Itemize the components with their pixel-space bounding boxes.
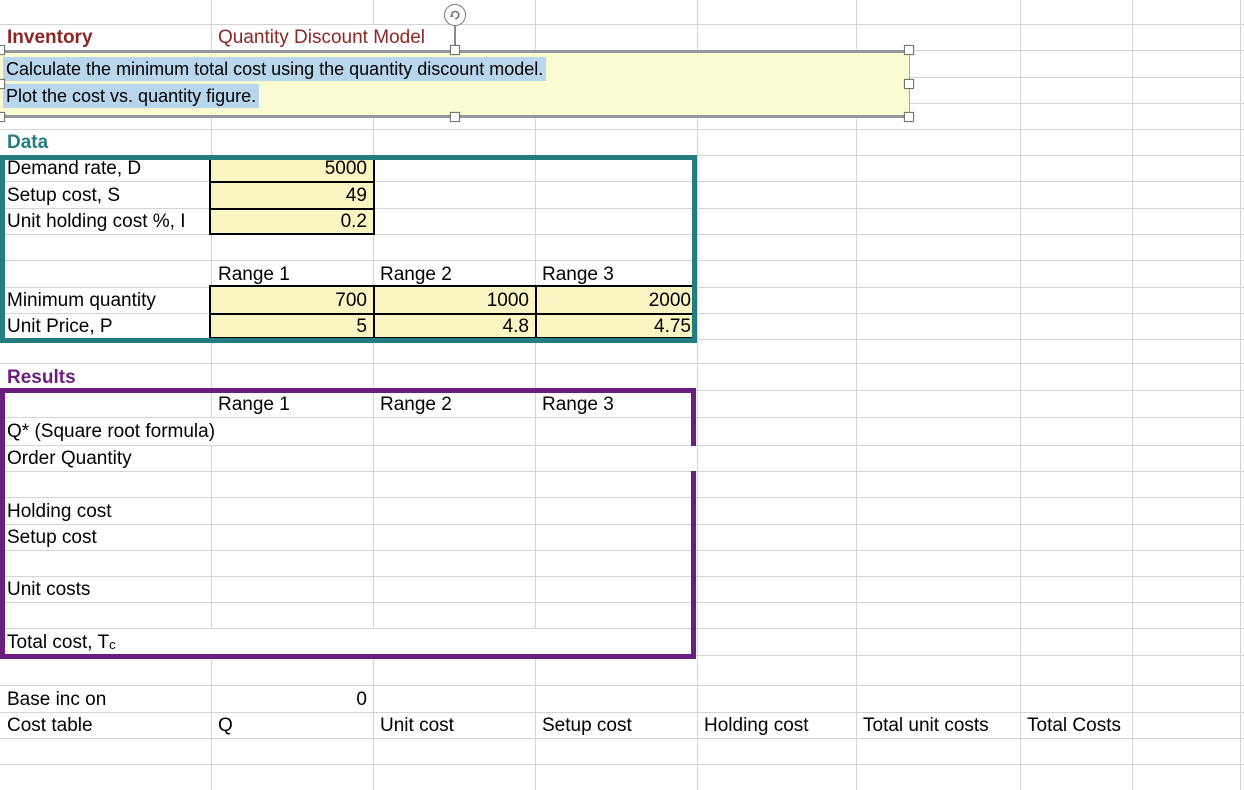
gridline-horizontal [0,234,1244,235]
selection-handle[interactable] [904,45,914,55]
instructions-textbox[interactable]: Calculate the minimum total cost using t… [0,50,910,118]
gridline-horizontal [0,550,1244,551]
selection-handle[interactable] [904,112,914,122]
cell-cost-table-label[interactable]: Cost table [7,715,93,736]
cell-border [535,287,537,337]
gridline-vertical [856,0,857,790]
selection-handle[interactable] [450,45,460,55]
selection-handle[interactable] [904,79,914,89]
cell-data-range2-header[interactable]: Range 2 [380,263,452,285]
gridline-horizontal [0,628,1244,629]
cell-holding-cost-label[interactable]: Holding cost [7,500,112,522]
cell-unit-price-range1[interactable]: 5 [356,316,367,337]
cell-base-inc-label[interactable]: Base inc on [7,688,107,710]
cell-holding-pct-label[interactable]: Unit holding cost %, I [7,211,186,232]
gridline-vertical [535,0,536,790]
gridline-vertical [697,0,698,790]
cell-border [211,181,373,183]
cell-setup-cost-label[interactable]: Setup cost, S [7,184,121,206]
textbox-line-1: Calculate the minimum total cost using t… [3,56,909,83]
cell-sheet-subtitle[interactable]: Quantity Discount Model [212,25,535,50]
cell-data-heading[interactable]: Data [7,132,49,153]
gridline-horizontal [0,738,1244,739]
cell-border [373,287,375,337]
gridline-vertical [1020,0,1021,790]
cell-inventory-title[interactable]: Inventory [7,27,93,48]
cell-results-heading[interactable]: Results [7,366,76,388]
selection-handle[interactable] [0,112,5,122]
selected-text: Plot the cost vs. quantity figure. [3,84,260,108]
cell-setup-cost-value[interactable]: 49 [345,184,367,206]
cell-data-range1-header[interactable]: Range 1 [218,263,290,285]
cell-unit-price-range3[interactable]: 4.75 [654,316,691,337]
cell-data-range3-header[interactable]: Range 3 [542,263,614,285]
input-cells-ranges[interactable] [209,285,697,339]
cell-min-qty-label[interactable]: Minimum quantity [7,290,156,311]
selected-text: Calculate the minimum total cost using t… [3,57,547,81]
cell-demand-rate-value[interactable]: 5000 [324,158,367,179]
gridline-horizontal [0,471,1244,472]
selection-handle[interactable] [0,45,5,55]
rotate-handle-stem [454,26,456,51]
gridline-horizontal [0,576,1244,577]
cell-order-quantity-label[interactable]: Order Quantity [7,448,132,469]
gridline-vertical [1132,0,1133,790]
gridline-horizontal [0,764,1244,765]
results-region-border-right-lower [691,471,696,659]
gridline-horizontal [0,497,1244,498]
cell-cost-table-holding-cost-header[interactable]: Holding cost [704,715,809,736]
gridline-horizontal [0,685,1244,686]
cell-results-range3-header[interactable]: Range 3 [542,393,614,415]
cell-qstar-label[interactable]: Q* (Square root formula) [1,418,373,445]
gridline-vertical [211,0,212,790]
cell-min-qty-range2[interactable]: 1000 [486,290,529,311]
rotate-handle-icon[interactable] [444,4,466,26]
gridline-horizontal [0,655,1244,656]
gridline-horizontal [0,24,1244,25]
subscript: c [109,637,116,652]
gridline-horizontal [0,181,1244,182]
gridline-horizontal [0,129,1244,130]
results-region-border-right-upper [691,388,696,446]
cell-cost-table-unit-cost-header[interactable]: Unit cost [380,715,454,736]
cell-results-range2-header[interactable]: Range 2 [380,393,452,415]
cell-unit-costs-label[interactable]: Unit costs [7,579,91,600]
textbox-line-2: Plot the cost vs. quantity figure. [3,83,909,110]
rotate-arrow-icon [449,10,460,20]
cell-cost-table-q-header[interactable]: Q [218,715,233,736]
cell-base-inc-value[interactable]: 0 [356,688,367,710]
gridline-horizontal [0,417,1244,418]
gridline-horizontal [0,712,1244,713]
gridline-horizontal [0,208,1244,209]
cell-min-qty-range3[interactable]: 2000 [648,290,691,311]
gridline-horizontal [0,445,1244,446]
gridline-horizontal [0,602,1244,603]
gridline-vertical [373,0,374,790]
cell-border [211,208,373,210]
cell-cost-table-total-costs-header[interactable]: Total Costs [1027,715,1121,736]
gridline-horizontal [0,339,1244,340]
cell-results-range1-header[interactable]: Range 1 [218,393,290,415]
gridline-horizontal [0,260,1244,261]
gridline-horizontal [0,524,1244,525]
cell-cost-table-setup-cost-header[interactable]: Setup cost [542,715,632,736]
cell-unit-price-label[interactable]: Unit Price, P [7,316,113,337]
cell-min-qty-range1[interactable]: 700 [335,290,367,311]
selection-handle[interactable] [450,112,460,122]
selection-handle[interactable] [0,79,5,89]
cell-cost-table-total-unit-costs-header[interactable]: Total unit costs [863,715,989,736]
cell-holding-pct-value[interactable]: 0.2 [340,211,367,232]
gridline-horizontal [0,363,1244,364]
gridline-vertical [1240,0,1241,790]
cell-border [211,313,695,315]
cell-setup-cost-row-label[interactable]: Setup cost [7,527,97,548]
cell-demand-rate-label[interactable]: Demand rate, D [7,158,142,179]
cell-unit-price-range2[interactable]: 4.8 [502,316,529,337]
